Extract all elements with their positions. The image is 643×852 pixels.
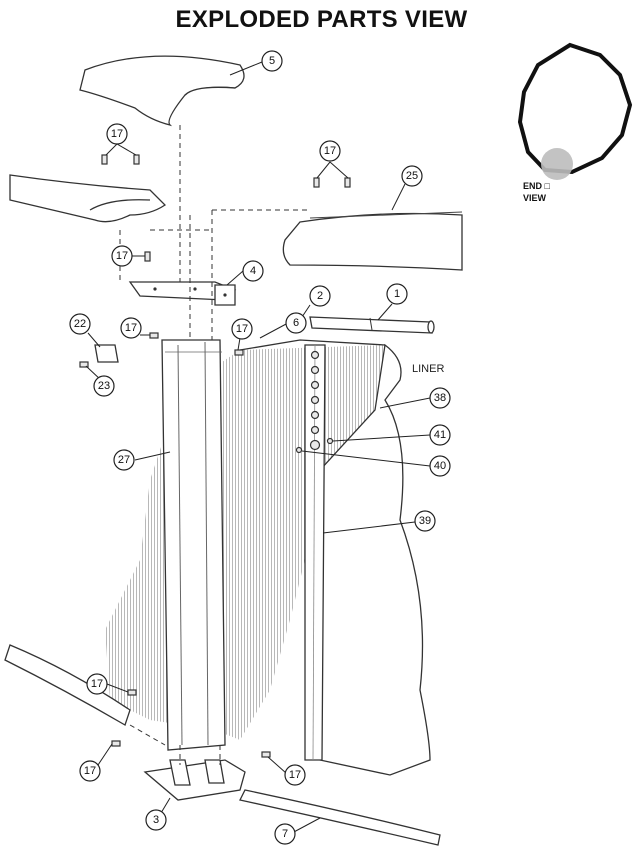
liner-sheet	[304, 343, 431, 776]
callout-5: 5	[261, 50, 283, 72]
svg-text:17: 17	[125, 322, 137, 334]
callout-17-bottom-a: 17	[86, 673, 108, 695]
svg-text:17: 17	[111, 128, 123, 140]
callout-41: 41	[429, 424, 451, 446]
callout-6: 6	[285, 312, 307, 334]
bottom-rail-right	[239, 789, 441, 846]
callout-7: 7	[274, 823, 296, 845]
callout-27: 27	[113, 449, 135, 471]
svg-text:5: 5	[269, 55, 275, 67]
end-view-diagram	[517, 42, 633, 180]
callout-23: 23	[93, 375, 115, 397]
svg-text:41: 41	[434, 429, 446, 441]
upright-post	[161, 339, 226, 751]
svg-text:39: 39	[419, 515, 431, 527]
svg-text:17: 17	[324, 145, 336, 157]
callout-17-post-right: 17	[231, 318, 253, 340]
callout-3: 3	[145, 809, 167, 831]
page-title: EXPLODED PARTS VIEW	[175, 6, 468, 33]
liner-label: LINER	[412, 363, 444, 375]
svg-text:4: 4	[250, 265, 256, 277]
callout-17-mid-left: 17	[111, 245, 133, 267]
assembly-guides	[119, 125, 310, 765]
bottom-plate	[143, 759, 246, 801]
callout-40: 40	[429, 455, 451, 477]
callout-17-post-left: 17	[120, 317, 142, 339]
rods	[309, 316, 435, 334]
svg-text:38: 38	[434, 392, 446, 404]
svg-text:40: 40	[434, 460, 446, 472]
callout-39: 39	[414, 510, 436, 532]
svg-text:2: 2	[317, 290, 323, 302]
svg-text:7: 7	[282, 828, 288, 840]
svg-text:17: 17	[116, 250, 128, 262]
svg-text:17: 17	[84, 765, 96, 777]
end-view-highlight	[541, 148, 573, 180]
callout-38: 38	[429, 387, 451, 409]
callout-17-top-left: 17	[106, 123, 128, 145]
svg-text:3: 3	[153, 814, 159, 826]
bottom-rail-left	[4, 644, 131, 726]
leader-lines	[85, 61, 431, 834]
callout-25: 25	[401, 165, 423, 187]
svg-text:23: 23	[98, 380, 110, 392]
callout-22: 22	[69, 313, 91, 335]
svg-text:17: 17	[289, 769, 301, 781]
top-plate	[128, 281, 237, 306]
svg-text:17: 17	[236, 323, 248, 335]
top-cap	[79, 55, 245, 127]
callout-17-bottom-c: 17	[284, 764, 306, 786]
screws	[79, 154, 351, 758]
bracket-22	[94, 344, 119, 363]
top-rail-right	[282, 211, 463, 271]
svg-text:17: 17	[91, 678, 103, 690]
callout-2: 2	[309, 285, 331, 307]
svg-text:22: 22	[74, 318, 86, 330]
vertical-channel	[304, 344, 326, 761]
svg-text:25: 25	[406, 170, 418, 182]
callout-1: 1	[386, 283, 408, 305]
callout-17-top-right: 17	[319, 140, 341, 162]
callout-17-bottom-b: 17	[79, 760, 101, 782]
callout-4: 4	[242, 260, 264, 282]
svg-text:6: 6	[293, 317, 299, 329]
svg-text:1: 1	[394, 288, 400, 300]
channel-holes	[309, 350, 321, 451]
top-rail-left	[9, 174, 167, 223]
end-view-label: END □	[523, 181, 551, 191]
end-view-label-2: VIEW	[523, 193, 547, 203]
svg-text:27: 27	[118, 454, 130, 466]
